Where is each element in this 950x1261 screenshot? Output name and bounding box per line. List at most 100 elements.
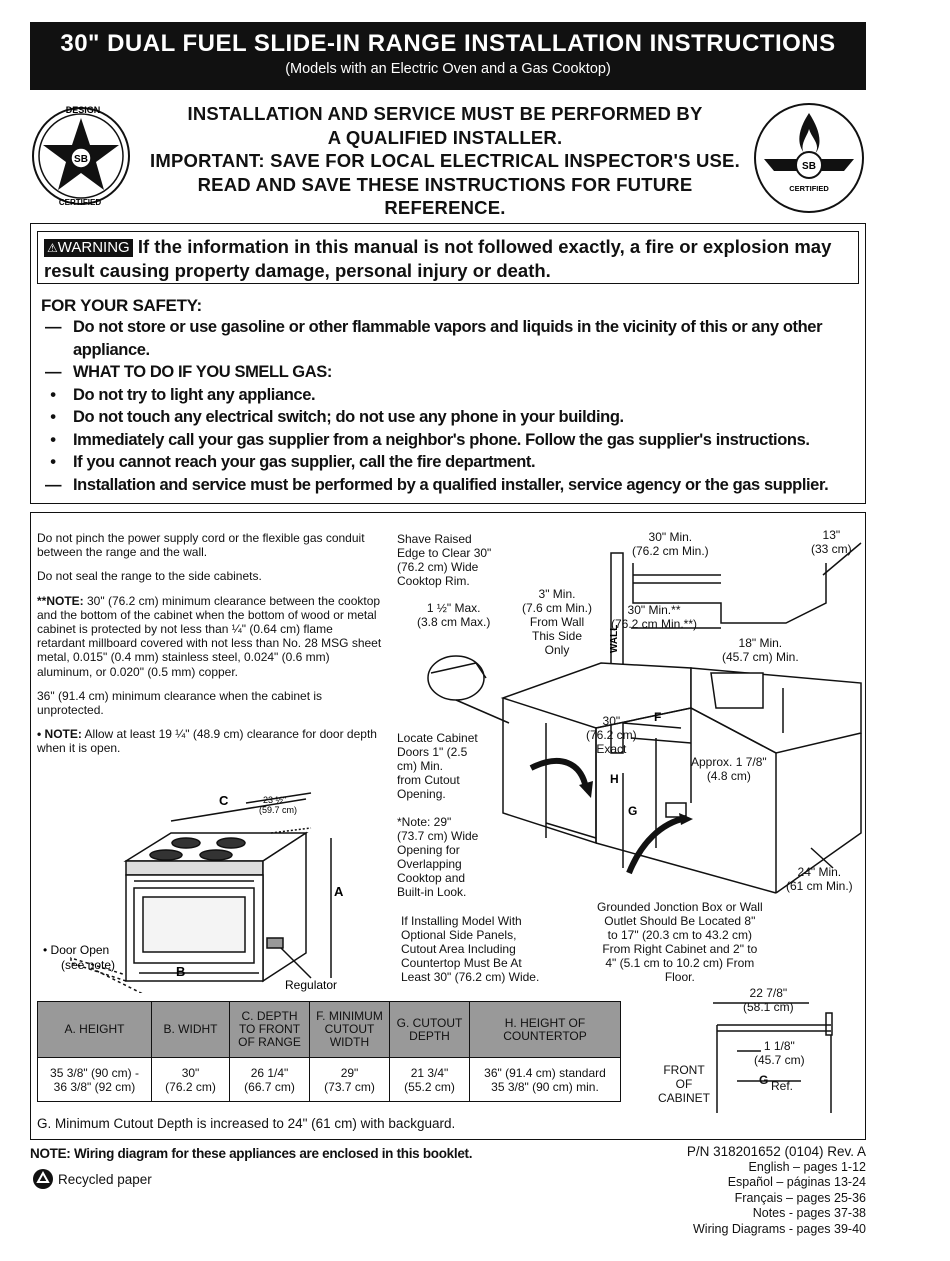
cabinet-cutout-drawing: WALL F H G	[427, 542, 862, 894]
note-label: **NOTE:	[37, 593, 84, 608]
table-header: B. WIDHT	[151, 1001, 230, 1058]
dim-label-g: G	[628, 804, 637, 818]
table-header: G. CUTOUT DEPTH	[389, 1001, 470, 1058]
list-marker: •	[50, 408, 56, 426]
document-subtitle: (Models with an Electric Oven and a Gas …	[285, 61, 611, 77]
installation-notes: Do not pinch the power supply cord or th…	[37, 531, 383, 766]
note-door: • NOTE: Allow at least 19 ¼" (48.9 cm) c…	[37, 727, 383, 755]
note-text: Allow at least 19 ¼" (48.9 cm) clearance…	[37, 727, 377, 756]
safety-item-text: WHAT TO DO IF YOU SMELL GAS:	[73, 363, 332, 381]
recycle-icon	[33, 1169, 53, 1189]
junction-box-note: Grounded Jonction Box or Wall Outlet Sho…	[597, 900, 763, 984]
safety-item: — Installation and service must be perfor…	[41, 474, 861, 497]
wall-clearance: 3" Min. (7.6 cm Min.) From Wall This Sid…	[522, 587, 593, 657]
approx-dimension: Approx. 1 7/8" (4.8 cm)	[691, 755, 767, 783]
list-marker: —	[44, 318, 62, 336]
safety-item: — Do not store or use gasoline or other f…	[41, 316, 861, 361]
table-cell: 26 1/4" (66.7 cm)	[229, 1057, 310, 1102]
dim-label-h: H	[610, 772, 619, 786]
table-cell: 21 3/4" (55.2 cm)	[389, 1057, 470, 1102]
wiring-note: NOTE: Wiring diagram for these appliance…	[30, 1146, 473, 1161]
notice-line-2: A QUALIFIED INSTALLER.	[327, 126, 563, 148]
recycled-label: Recycled paper	[58, 1171, 152, 1187]
cabinet-depth-13: 13" (33 cm)	[811, 528, 852, 556]
dim-label-c: C	[219, 793, 229, 808]
profile-offset: 1 1/8" (45.7 cm)	[754, 1039, 805, 1067]
dim-label-b: B	[176, 964, 185, 979]
part-number: P/N 318201652 (0104) Rev. A	[686, 1144, 866, 1159]
document-info: P/N 318201652 (0104) Rev. A English – pa…	[687, 1144, 866, 1238]
note-clearance: **NOTE: 30" (76.2 cm) minimum clearance …	[37, 594, 383, 679]
table-cell: 30" (76.2 cm)	[151, 1057, 230, 1102]
warning-triangle-icon: ⚠	[47, 241, 58, 255]
shave-edge-note: Shave Raised Edge to Clear 30" (76.2 cm)…	[397, 532, 492, 588]
language-pages: Wiring Diagrams - pages 39-40	[693, 1221, 866, 1236]
range-depth: 23 ½"	[263, 795, 286, 805]
min-width-30: 30" Min. (76.2 cm Min.)	[632, 530, 709, 558]
safety-item-text: Do not try to light any appliance.	[73, 385, 316, 404]
safety-item-text: Immediately call your gas supplier from …	[73, 430, 810, 449]
warning-text: If the information in this manual is not…	[44, 236, 832, 281]
list-marker: —	[44, 475, 62, 494]
profile-width: 22 7/8" (58.1 cm)	[743, 986, 794, 1014]
see-note-label: (see note)	[61, 958, 115, 972]
gas-certified-seal-icon: SB CERTIFIED	[754, 103, 864, 213]
safety-item: •Immediately call your gas supplier from…	[41, 429, 861, 452]
safety-box: ⚠WARNING If the information in this manu…	[30, 223, 866, 504]
table-header: A. HEIGHT	[37, 1001, 152, 1058]
note-unprotected: 36" (91.4 cm) minimum clearance when the…	[37, 688, 323, 718]
language-pages: Français – pages 25-36	[734, 1190, 866, 1205]
door-open-label: • Door Open	[43, 943, 109, 957]
note-pinch: Do not pinch the power supply cord or th…	[37, 531, 365, 560]
recycled-paper: Recycled paper	[30, 1167, 152, 1191]
notice-line-4: READ AND SAVE THESE INSTRUCTIONS FOR FUT…	[197, 173, 693, 219]
front-of-cabinet: FRONT OF CABINET	[658, 1063, 711, 1105]
safety-item-text: Installation and service must be perform…	[73, 475, 829, 494]
installer-notice: INSTALLATION AND SERVICE MUST BE PERFORM…	[140, 102, 750, 220]
regulator-label: Regulator	[285, 978, 337, 992]
safety-list: — Do not store or use gasoline or other f…	[41, 316, 861, 496]
dimensions-table: A. HEIGHT B. WIDHT C. DEPTH TO FRONT OF …	[37, 1001, 621, 1102]
wall-label: WALL	[609, 625, 620, 653]
list-marker: •	[50, 385, 56, 404]
list-marker: —	[44, 363, 62, 381]
min-height-30: 30" Min.** (76.2 cm Min.**)	[611, 603, 698, 631]
dim-label-f: F	[654, 710, 661, 724]
language-pages: English – pages 1-12	[748, 1159, 866, 1174]
seal-right-center-text: SB	[802, 161, 816, 172]
table-row: 35 3/8" (90 cm) - 36 3/8" (92 cm) 30" (7…	[37, 1057, 621, 1102]
notice-line-3: IMPORTANT: SAVE FOR LOCAL ELECTRICAL INS…	[150, 150, 740, 171]
profile-ref: Ref.	[771, 1079, 794, 1093]
table-header: H. HEIGHT OF COUNTERTOP	[469, 1001, 621, 1058]
table-header-row: A. HEIGHT B. WIDHT C. DEPTH TO FRONT OF …	[37, 1001, 621, 1058]
title-bar: 30" DUAL FUEL SLIDE-IN RANGE INSTALLATIO…	[30, 22, 866, 90]
safety-item-text: Do not touch any electrical switch; do n…	[73, 408, 624, 426]
safety-item-text: Do not store or use gasoline or other fl…	[73, 318, 823, 359]
warning-tag: ⚠WARNING	[44, 239, 133, 257]
table-cell: 29" (73.7 cm)	[309, 1057, 390, 1102]
language-pages: Notes - pages 37-38	[752, 1206, 866, 1221]
document-title: 30" DUAL FUEL SLIDE-IN RANGE INSTALLATIO…	[60, 30, 836, 57]
exact-width-30: 30" (76.2 cm) Exact	[586, 714, 637, 756]
seal-center-text: SB	[74, 154, 88, 165]
dim-label-a: A	[334, 884, 344, 899]
note-seal: Do not seal the range to the side cabine…	[37, 569, 262, 584]
note-text: 30" (76.2 cm) minimum clearance between …	[37, 593, 382, 679]
safety-item-text: If you cannot reach your gas supplier, c…	[73, 453, 536, 471]
cabinet-doors-note: Locate Cabinet Doors 1" (2.5 cm) Min. fr…	[397, 731, 478, 801]
seal-certified-text: CERTIFIED	[59, 198, 101, 207]
min-depth-24: 24" Min. (61 cm Min.)	[786, 865, 853, 893]
range-dimension-drawing: A B C 23 ½" (59.7 cm) • Door Open (see n…	[43, 792, 344, 993]
seal-right-certified-text: CERTIFIED	[789, 184, 829, 193]
installation-content-box: Do not pinch the power supply cord or th…	[30, 512, 866, 1140]
table-cell: 36" (91.4 cm) standard 35 3/8" (90 cm) m…	[469, 1057, 621, 1102]
safety-item: • Do not try to light any appliance.	[41, 384, 861, 407]
design-certified-seal-icon: SB DESIGN CERTIFIED	[32, 105, 130, 207]
notice-line-1: INSTALLATION AND SERVICE MUST BE PERFORM…	[187, 103, 703, 124]
safety-item: • Do not touch any electrical switch; do …	[41, 406, 861, 429]
table-cell: 35 3/8" (90 cm) - 36 3/8" (92 cm)	[37, 1057, 152, 1102]
safety-heading: FOR YOUR SAFETY:	[41, 296, 202, 315]
warning-box: ⚠WARNING If the information in this manu…	[37, 231, 859, 284]
table-header: F. MINIMUM CUTOUT WIDTH	[309, 1001, 390, 1058]
safety-item: — WHAT TO DO IF YOU SMELL GAS:	[41, 361, 861, 384]
